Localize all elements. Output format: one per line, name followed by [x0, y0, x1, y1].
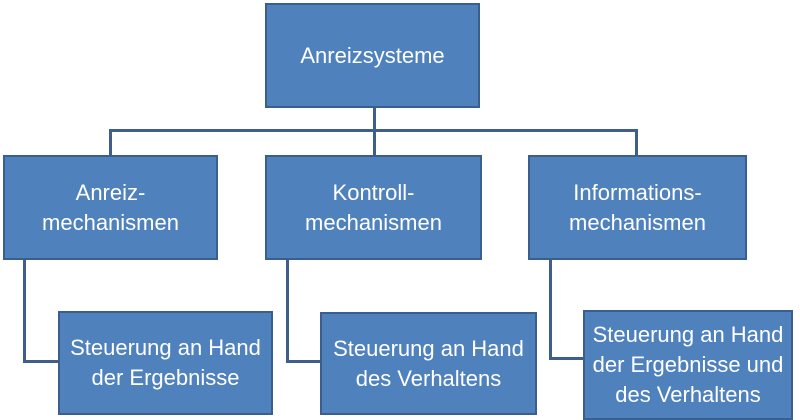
connector-distribution-bar	[109, 129, 638, 132]
node-anreizmechanismen: Anreiz- mechanismen	[3, 155, 218, 260]
connector-elbow-kontroll-horizontal	[286, 360, 322, 363]
connector-elbow-informations-vertical	[549, 260, 552, 360]
connector-elbow-anreiz-horizontal	[23, 360, 60, 363]
node-informationsmechanismen: Informations- mechanismen	[528, 155, 747, 260]
connector-elbow-anreiz-vertical	[23, 260, 26, 363]
node-anreizsysteme: Anreizsysteme	[265, 3, 480, 108]
node-steuerung-verhaltens: Steuerung an Hand des Verhaltens	[320, 312, 537, 415]
connector-elbow-informations-horizontal	[549, 357, 585, 360]
connector-root-to-row	[373, 108, 376, 156]
node-steuerung-ergebnisse-verhaltens: Steuerung an Hand der Ergebnisse und des…	[583, 310, 793, 420]
connector-elbow-kontroll-vertical	[286, 260, 289, 363]
connector-drop-anreiz	[109, 129, 112, 155]
node-kontrollmechanismen: Kontroll- mechanismen	[265, 155, 482, 260]
node-steuerung-ergebnisse: Steuerung an Hand der Ergebnisse	[58, 311, 273, 415]
connector-drop-informations	[635, 129, 638, 155]
